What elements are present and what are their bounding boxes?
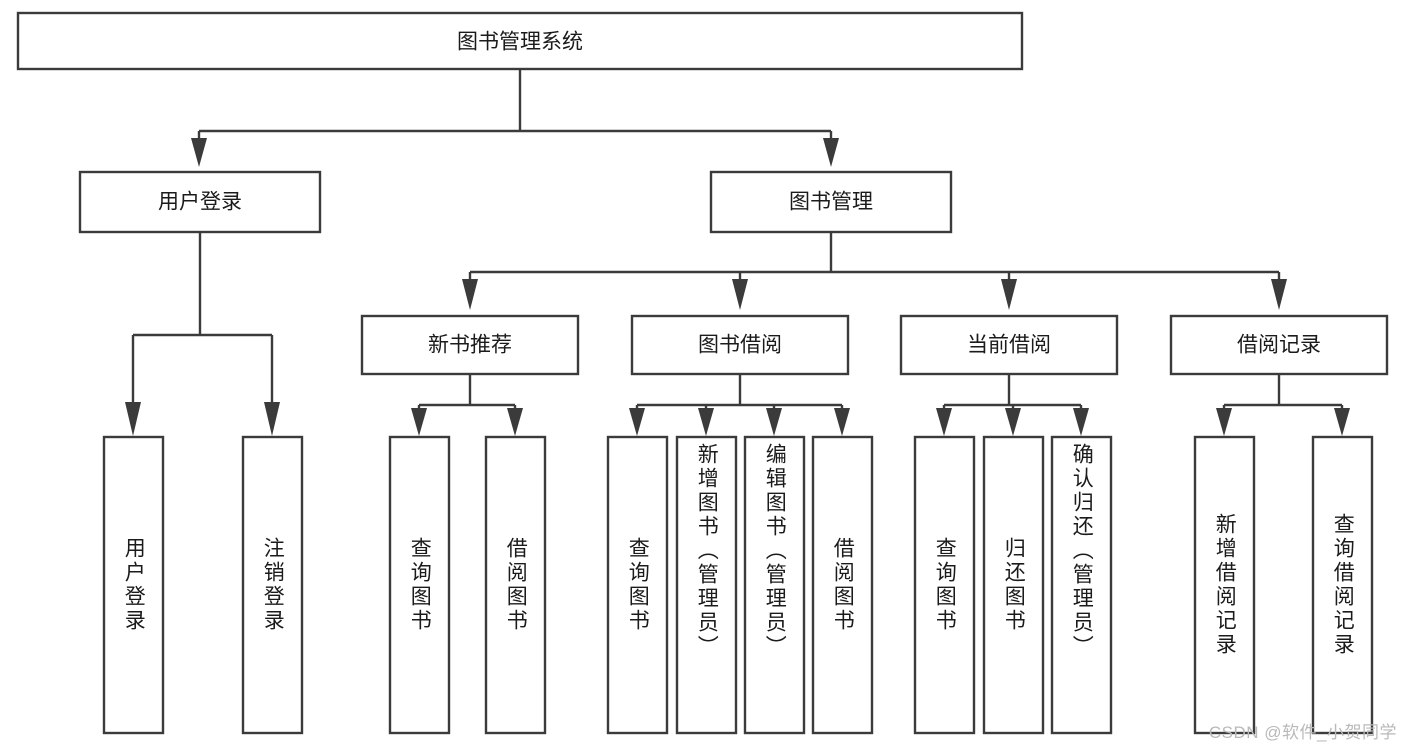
- leaf-box-user-login-2[interactable]: [241, 435, 304, 735]
- node-borrow-records-label: 借阅记录: [1237, 334, 1321, 357]
- arrow-head-icon: [191, 138, 207, 167]
- node-borrow-records-box[interactable]: [1169, 314, 1389, 376]
- leaf-box-borrow-records-1[interactable]: [1193, 435, 1256, 735]
- leaf-box-book-borrow-3[interactable]: [743, 435, 806, 735]
- leaf-label-borrow-records-2: 查询借阅记录: [1331, 513, 1355, 657]
- csdn-watermark: CSDN @软件_小贺同学: [1208, 723, 1397, 742]
- node-user-login-box[interactable]: [78, 170, 322, 234]
- leaf-box-book-borrow-1[interactable]: [606, 435, 669, 735]
- leaf-label-current-borrow-1: 查询图书: [933, 537, 957, 633]
- leaf-label-user-login-1: 用户登录: [122, 537, 146, 633]
- connector-book-management-to-level2: [462, 232, 1287, 310]
- arrow-head-icon: [1271, 279, 1287, 310]
- arrow-head-icon: [462, 279, 478, 310]
- node-book-management-label: 图书管理: [789, 191, 873, 214]
- arrow-head-icon: [1216, 408, 1232, 436]
- node-current-borrow-label: 当前借阅: [967, 334, 1051, 357]
- connector-user-login-to-leaves: [125, 232, 280, 436]
- node-current-borrow[interactable]: 当前借阅: [899, 314, 1119, 376]
- leaf-box-new-book-1[interactable]: [388, 435, 451, 735]
- leaf-label-book-borrow-4: 借阅图书: [831, 537, 855, 633]
- node-user-login-label: 用户登录: [158, 191, 242, 214]
- node-book-borrow[interactable]: 图书借阅: [630, 314, 850, 376]
- arrow-head-icon: [1001, 279, 1017, 310]
- leaf-box-current-borrow-1[interactable]: [913, 435, 976, 735]
- leaf-label-book-borrow-3: 编辑图书（管理员）: [763, 443, 787, 659]
- arrow-head-icon: [629, 408, 645, 436]
- arrow-head-icon: [507, 408, 523, 436]
- connector-new-book-recommend-to-leaves: [411, 374, 523, 436]
- arrow-head-icon: [936, 408, 952, 436]
- leaf-label-new-book-1: 查询图书: [408, 537, 432, 633]
- leaf-label-book-borrow-2: 新增图书（管理员）: [695, 443, 719, 659]
- node-book-borrow-label: 图书借阅: [698, 334, 782, 357]
- node-book-management[interactable]: 图书管理: [709, 170, 953, 234]
- node-root-label: 图书管理系统: [457, 31, 583, 54]
- node-root[interactable]: 图书管理系统: [16, 11, 1024, 71]
- leaf-box-book-borrow-4[interactable]: [811, 435, 874, 735]
- leaf-label-user-login-2: 注销登录: [261, 537, 285, 633]
- leaf-box-current-borrow-2[interactable]: [982, 435, 1045, 735]
- node-root-box[interactable]: [16, 11, 1024, 71]
- arrow-head-icon: [264, 402, 280, 436]
- node-book-management-box[interactable]: [709, 170, 953, 234]
- arrow-head-icon: [1073, 408, 1089, 436]
- node-new-book-recommend[interactable]: 新书推荐: [360, 314, 580, 376]
- arrow-head-icon: [1334, 408, 1350, 436]
- arrow-head-icon: [766, 408, 782, 436]
- leaf-label-borrow-records-1: 新增借阅记录: [1213, 513, 1237, 657]
- leaf-label-book-borrow-1: 查询图书: [626, 537, 650, 633]
- connector-current-borrow-to-leaves: [936, 374, 1089, 436]
- node-new-book-recommend-label: 新书推荐: [428, 334, 512, 357]
- arrow-head-icon: [823, 138, 839, 167]
- node-book-borrow-box[interactable]: [630, 314, 850, 376]
- leaf-box-borrow-records-2[interactable]: [1311, 435, 1374, 735]
- leaf-box-book-borrow-2[interactable]: [675, 435, 738, 735]
- leaf-box-new-book-2[interactable]: [484, 435, 547, 735]
- leaf-label-new-book-2: 借阅图书: [504, 537, 528, 633]
- leaf-box-current-borrow-3[interactable]: [1050, 435, 1113, 735]
- arrow-head-icon: [125, 402, 141, 436]
- leaf-box-user-login-1[interactable]: [102, 435, 165, 735]
- arrow-head-icon: [411, 408, 427, 436]
- node-new-book-recommend-box[interactable]: [360, 314, 580, 376]
- connector-borrow-records-to-leaves: [1216, 374, 1350, 436]
- connector-root-to-level1: [191, 69, 839, 167]
- leaf-label-current-borrow-2: 归还图书: [1002, 537, 1026, 633]
- arrow-head-icon: [834, 408, 850, 436]
- arrow-head-icon: [1005, 408, 1021, 436]
- node-user-login[interactable]: 用户登录: [78, 170, 322, 234]
- connector-book-borrow-to-leaves: [629, 374, 850, 436]
- leaf-label-current-borrow-3: 确认归还（管理员）: [1070, 443, 1094, 659]
- node-borrow-records[interactable]: 借阅记录: [1169, 314, 1389, 376]
- arrow-head-icon: [732, 279, 748, 310]
- arrow-head-icon: [698, 408, 714, 436]
